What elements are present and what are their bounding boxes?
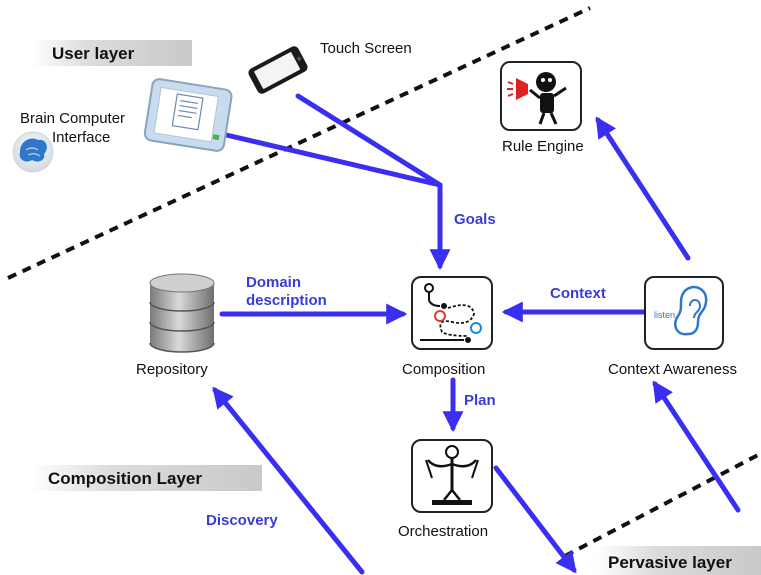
- repository-label: Repository: [136, 361, 208, 378]
- arrows: [212, 93, 741, 575]
- rule-engine-icon: [500, 61, 582, 131]
- composition-label: Composition: [402, 361, 485, 378]
- edge-label-context: Context: [550, 285, 606, 302]
- orchestration-label: Orchestration: [398, 523, 488, 540]
- composition-icon: [411, 276, 493, 350]
- pervasive-layer-label: Pervasive layer: [596, 546, 761, 575]
- context-awareness-label: Context Awareness: [608, 361, 737, 378]
- layer-boundary-lower: [564, 453, 759, 558]
- arrow-bci-to-junction: [219, 131, 443, 188]
- edge-label-plan: Plan: [464, 392, 496, 409]
- brain-icon: [12, 131, 54, 173]
- svg-text:Composition Layer: Composition Layer: [48, 469, 202, 488]
- edge-label-domain-1: Domain: [246, 274, 301, 291]
- arrow-orchestration-to-pervasive: [493, 465, 577, 574]
- listen-text: listen: [654, 310, 675, 320]
- edge-label-domain-2: description: [246, 292, 327, 309]
- edge-label-goals: Goals: [454, 211, 496, 228]
- edge-label-discovery: Discovery: [206, 512, 278, 529]
- composition-layer-label: Composition Layer: [30, 465, 262, 491]
- user-layer-label: User layer: [32, 40, 192, 66]
- bci-label-line2: Interface: [52, 129, 110, 146]
- touch-screen-icon: [248, 46, 308, 94]
- svg-text:User layer: User layer: [52, 44, 135, 63]
- orchestration-icon: [411, 439, 493, 513]
- rule-engine-label: Rule Engine: [502, 138, 584, 155]
- monitor-icon: [143, 78, 233, 152]
- arrow-pervasive-to-context: [652, 380, 741, 513]
- svg-text:Pervasive layer: Pervasive layer: [608, 553, 732, 572]
- arrow-context-to-rule-engine: [595, 116, 691, 261]
- database-icon: [149, 273, 215, 353]
- bci-label-line1: Brain Computer: [20, 110, 125, 127]
- ear-icon: listen: [644, 276, 724, 350]
- arrow-discovery: [212, 386, 365, 575]
- arrow-touch-to-junction: [295, 93, 443, 188]
- layer-boundary-upper: [7, 6, 591, 280]
- touch-screen-label: Touch Screen: [320, 40, 412, 57]
